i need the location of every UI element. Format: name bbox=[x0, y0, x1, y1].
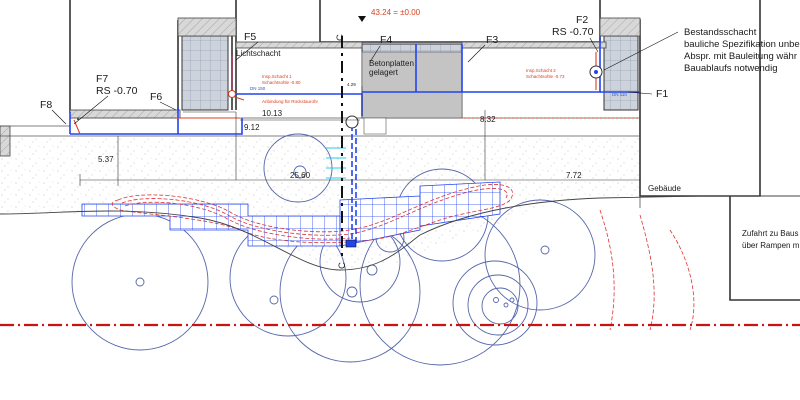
tree-circle bbox=[503, 302, 509, 308]
tree-circle bbox=[269, 295, 279, 305]
dim-5-37: 5.37 bbox=[98, 155, 114, 164]
dim-9-12: 9.12 bbox=[244, 123, 260, 132]
label-bestand-4: Bauablaufs notwendig bbox=[684, 63, 778, 74]
label-f7-rs: RS -0.70 bbox=[96, 85, 138, 97]
label-bestand-1: Bestandsschacht bbox=[684, 27, 757, 38]
terrace-edge bbox=[0, 117, 641, 208]
note-dn110: DN 110 bbox=[612, 92, 627, 97]
note-insp1-b: Schachtsohle -0.80 bbox=[262, 80, 301, 85]
section-label-top: C bbox=[335, 34, 346, 41]
label-zufahrt-2: über Rampen m bbox=[742, 241, 800, 250]
label-f6: F6 bbox=[150, 91, 162, 103]
note-dn150: DN 150 bbox=[250, 86, 266, 91]
label-bestand-3: Abspr. mit Bauleitung währ bbox=[684, 51, 797, 62]
label-betonplatten-1: Betonplatten bbox=[369, 59, 414, 68]
tree-circle bbox=[293, 165, 307, 179]
tree-circle bbox=[467, 274, 529, 336]
leader-lines bbox=[51, 31, 679, 125]
label-lichtschacht: Lichtschacht bbox=[236, 49, 281, 58]
blue-paving bbox=[81, 203, 341, 247]
note-anbindung: Anbindung für Rückstaurohr bbox=[262, 99, 319, 104]
label-f5: F5 bbox=[244, 31, 256, 43]
label-betonplatten-2: gelagert bbox=[369, 68, 399, 77]
blue-paving-far bbox=[419, 181, 501, 227]
dim-7-72: 7.72 bbox=[566, 171, 582, 180]
section-label-bottom: C bbox=[337, 262, 348, 269]
elevation-label: 43.24 = ±0.00 bbox=[371, 8, 421, 17]
tree-circle bbox=[509, 297, 515, 303]
red-edging bbox=[111, 184, 513, 244]
elevation-triangle bbox=[358, 16, 366, 22]
tree-circle bbox=[540, 245, 550, 255]
label-zufahrt-1: Zufahrt zu Baus bbox=[742, 229, 798, 238]
label-f4: F4 bbox=[380, 34, 392, 46]
dim-4-29: 4.29 bbox=[347, 82, 356, 87]
dim-25-60: 25.60 bbox=[290, 171, 311, 180]
tree-circle bbox=[484, 199, 596, 311]
dim-10-13: 10.13 bbox=[262, 109, 283, 118]
note-insp2-a: Insp.Schacht 2 bbox=[526, 68, 556, 73]
tree-circle bbox=[71, 213, 209, 351]
label-f2: F2 bbox=[576, 14, 588, 26]
label-gebaeude: Gebäude bbox=[648, 184, 681, 193]
dimension-lines bbox=[79, 86, 641, 186]
label-f2-rs: RS -0.70 bbox=[552, 26, 594, 38]
wall-thickness bbox=[0, 17, 641, 157]
inspection-shafts bbox=[228, 65, 603, 248]
label-f1: F1 bbox=[656, 88, 668, 100]
label-f7: F7 bbox=[96, 73, 108, 85]
note-insp1-a: Insp.Schacht 1 bbox=[262, 74, 292, 79]
label-f3: F3 bbox=[486, 34, 498, 46]
light-shaft-right bbox=[603, 35, 639, 111]
tree-circle bbox=[135, 277, 145, 287]
terrain-curve bbox=[0, 195, 800, 271]
concrete-plates bbox=[361, 51, 463, 119]
note-insp2-b: Schachtsohle -0.73 bbox=[526, 74, 565, 79]
label-bestand-2: bauliche Spezifikation unbe bbox=[684, 39, 800, 50]
tree-circle bbox=[346, 286, 358, 298]
tree-circle bbox=[452, 260, 538, 346]
dim-8-32: 8.32 bbox=[480, 115, 496, 124]
label-f8: F8 bbox=[40, 99, 52, 111]
gravel-area bbox=[0, 136, 640, 268]
tree-circle bbox=[493, 297, 499, 303]
red-boundary-curves bbox=[599, 209, 695, 331]
light-shaft-left bbox=[181, 35, 229, 111]
